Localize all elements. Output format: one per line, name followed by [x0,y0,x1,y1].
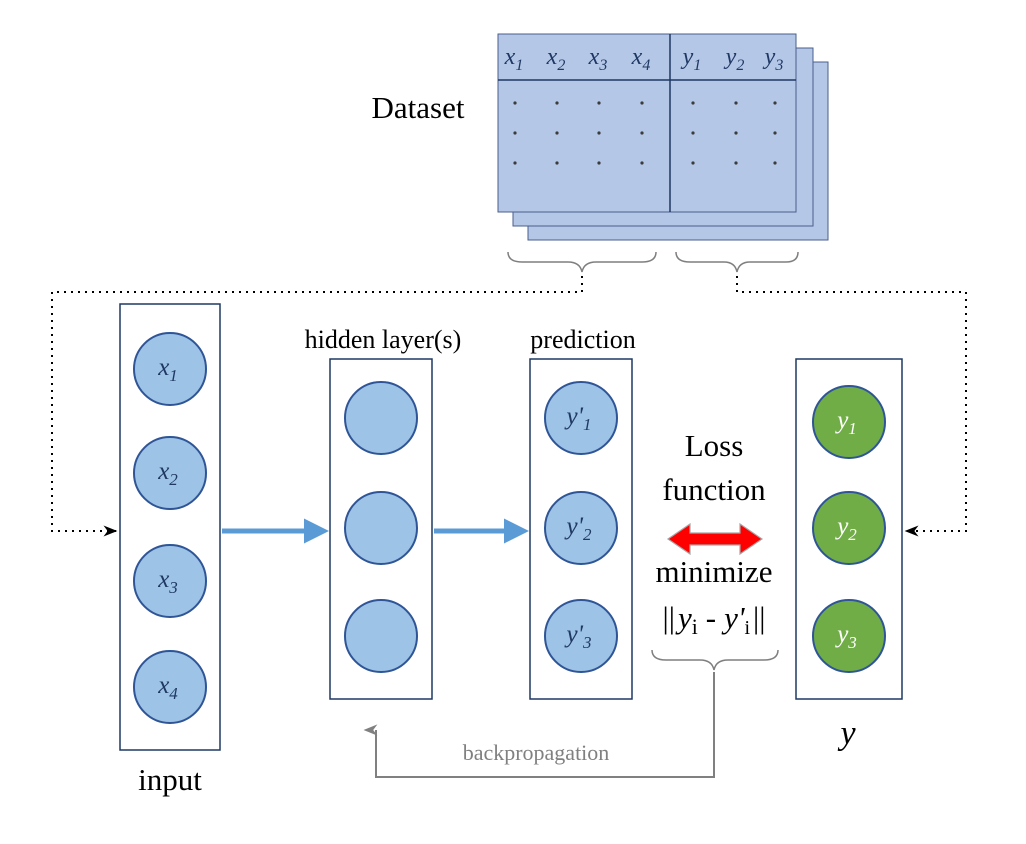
dataset-header-x4: x4 [631,44,651,74]
input-node [133,436,207,510]
dataset-sheet-front [497,33,797,213]
dataset-cell-dot [773,131,777,135]
target-nodes: y1 y2 y3 [812,385,886,673]
dataset-cell-dot [597,131,601,135]
dataset-cell-dot [640,131,644,135]
dataset-cell-dot [513,101,517,105]
loss-double-arrow [666,522,764,556]
hidden-node [344,381,418,455]
dataset-cell-dot [734,161,738,165]
dataset-cell-dot [734,101,738,105]
dataset-cell-dot [555,161,559,165]
dataset-header-x3: x3 [588,44,608,74]
loss-formula: ||yi-y'i|| [663,600,766,639]
dataset-cell-dot [734,131,738,135]
prediction-nodes: y'1 y'2 y'3 [544,381,618,673]
input-node [133,650,207,724]
prediction-node [544,491,618,565]
dataset-cell-dot [691,131,695,135]
dataset-cell-dot [597,161,601,165]
dataset-header-x2: x2 [546,44,566,74]
target-node [812,491,886,565]
dataset-cell-dot [691,161,695,165]
input-layer-label: input [138,762,202,797]
target-node-label: y1 [834,407,857,438]
loss-function: Loss function minimize ||yi-y'i|| [651,428,779,671]
dataset-header-y1: y1 [681,44,702,74]
backpropagation-arrow [363,672,715,778]
hidden-nodes [344,381,418,673]
target-layer-label: y [837,715,856,752]
dataset-cell-dot [773,161,777,165]
loss-brace [651,649,779,671]
target-node [812,599,886,673]
input-node-label: x4 [157,672,178,703]
target-node [812,385,886,459]
backpropagation-label: backpropagation [463,740,610,765]
dataset-cell-dot [555,131,559,135]
dataset-header-y3: y3 [763,44,784,74]
target-node-label: y3 [834,621,857,652]
dataset-cell-dot [691,101,695,105]
dataset-header-y2: y2 [724,44,745,74]
target-node-label: y2 [834,513,857,544]
input-node-label: x2 [157,458,178,489]
dataset-rows [513,101,777,165]
loss-label: Loss [685,428,744,463]
prediction-layer-label: prediction [530,325,635,354]
input-node [133,332,207,406]
input-node [133,544,207,618]
dataset-cell-dot [513,161,517,165]
dataset-title: Dataset [372,90,465,125]
dataset-cell-dot [640,101,644,105]
prediction-node-label: y'2 [564,513,592,544]
dataset-cell-dot [597,101,601,105]
hidden-node [344,599,418,673]
dataset-headers: x1 x2 x3 x4 y1 y2 y3 [504,44,784,74]
targets-to-y-route [736,276,967,537]
features-brace [507,251,657,273]
prediction-node-label: y'1 [564,403,592,434]
dataset-cell-dot [555,101,559,105]
dataset: Dataset x1 x2 x3 x4 y1 y2 y3 [372,33,829,273]
input-node-label: x3 [157,566,178,597]
dataset-cell-dot [513,131,517,135]
hidden-node [344,491,418,565]
function-label: function [662,472,766,507]
prediction-node-label: y'3 [564,621,592,652]
targets-brace [675,251,799,273]
input-node-label: x1 [157,354,178,385]
features-to-input-route [51,276,583,537]
prediction-node [544,381,618,455]
dataset-cell-dot [773,101,777,105]
dataset-cell-dot [640,161,644,165]
prediction-node [544,599,618,673]
hidden-layer-label: hidden layer(s) [305,325,462,354]
input-nodes: x1 x2 x3 x4 [133,332,207,724]
dataset-header-x1: x1 [504,44,524,74]
minimize-label: minimize [655,554,772,589]
